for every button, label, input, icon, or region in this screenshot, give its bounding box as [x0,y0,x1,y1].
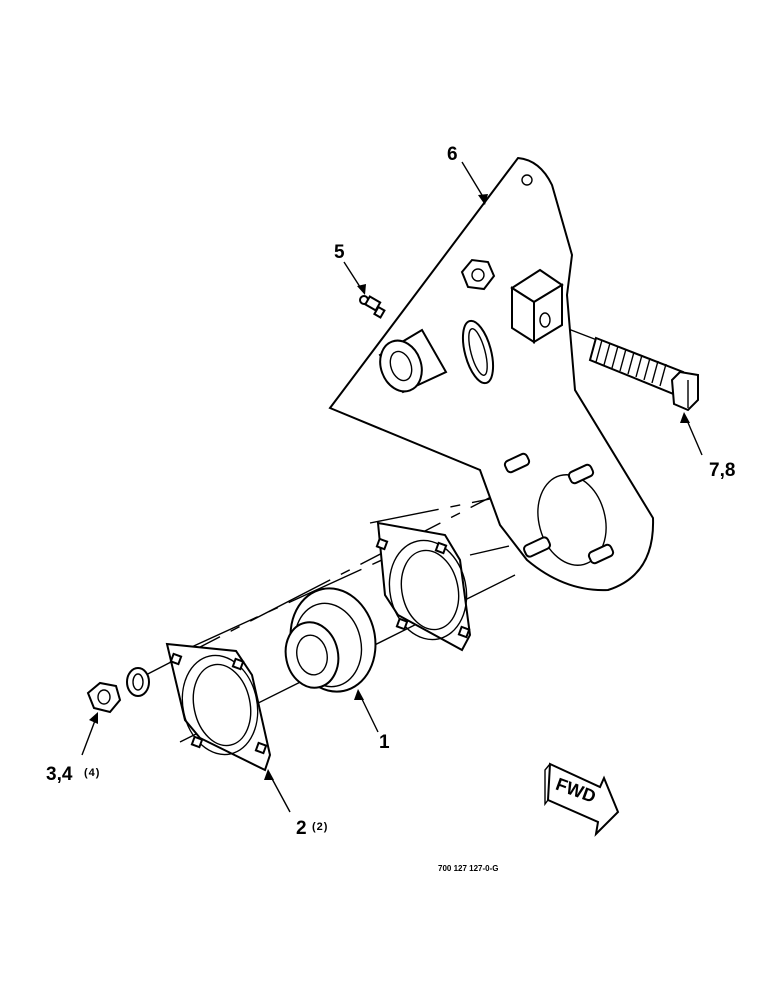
drawing-number: 700 127 127-0-G [438,864,499,873]
plate-hex-nut [460,258,496,291]
lock-washer [126,667,150,697]
plate-bearing-bore [537,474,607,566]
callout-5: 5 [334,242,345,263]
callout-1: 1 [379,732,390,753]
forward-direction-arrow: FWD [544,762,620,837]
plate-top-hole [521,174,533,186]
bearing [284,587,377,693]
slot-washer [461,319,495,385]
grease-fitting [359,295,386,319]
plate-studs [503,452,615,565]
bushing [378,328,448,394]
rear-flange [375,521,472,652]
callout-3-4: 3,4 [46,764,73,785]
callout-6: 6 [447,144,458,165]
adjusting-bolt [588,336,699,412]
front-flange [165,642,272,772]
square-block [510,268,564,344]
leader-lines [81,161,703,813]
callout-2-quantity: (2) [312,821,328,833]
callout-2: 2 [296,818,307,839]
callout-7-8: 7,8 [709,460,735,481]
hex-nut [86,681,122,714]
callout-3-4-quantity: (4) [84,767,100,779]
